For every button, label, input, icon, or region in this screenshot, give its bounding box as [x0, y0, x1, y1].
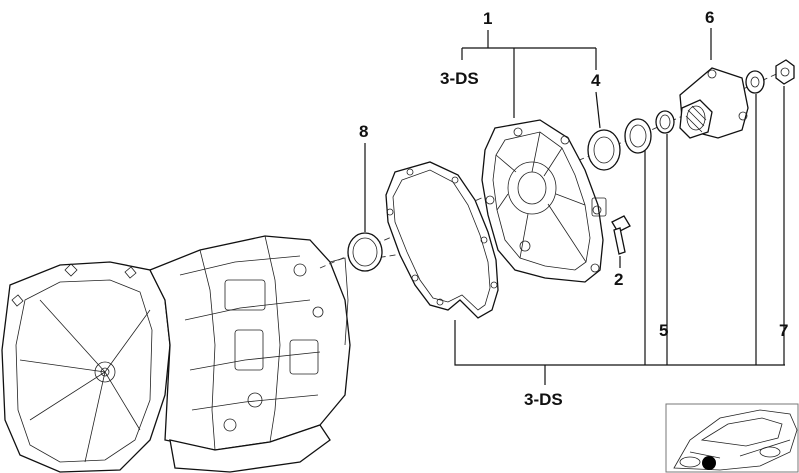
callout-4: 4 [591, 71, 601, 90]
shaft-seal-part-4 [587, 129, 621, 171]
callout-8: 8 [359, 122, 368, 141]
callout-6: 6 [705, 8, 714, 27]
transmission-housing-icon [1, 235, 351, 473]
ring-part-5 [655, 110, 675, 134]
leader-lines [364, 28, 785, 385]
callout-1: 1 [483, 9, 492, 28]
callout-2: 2 [614, 270, 623, 289]
callout-3ds-top: 3-DS [440, 69, 479, 88]
car-location-thumbnail-icon [665, 403, 799, 473]
callout-3ds-bottom: 3-DS [524, 390, 563, 409]
bolt-part-2 [611, 215, 631, 255]
ring-part-large [624, 118, 652, 154]
gasket-icon [385, 161, 499, 319]
callout-7: 7 [779, 321, 788, 340]
washer-part-7 [745, 70, 765, 94]
rear-cover-icon [481, 119, 607, 283]
o-ring-part-8 [347, 232, 383, 272]
callout-5: 5 [659, 321, 668, 340]
nut-part-7 [775, 59, 795, 85]
output-flange-icon [679, 67, 749, 139]
location-marker [702, 456, 716, 470]
